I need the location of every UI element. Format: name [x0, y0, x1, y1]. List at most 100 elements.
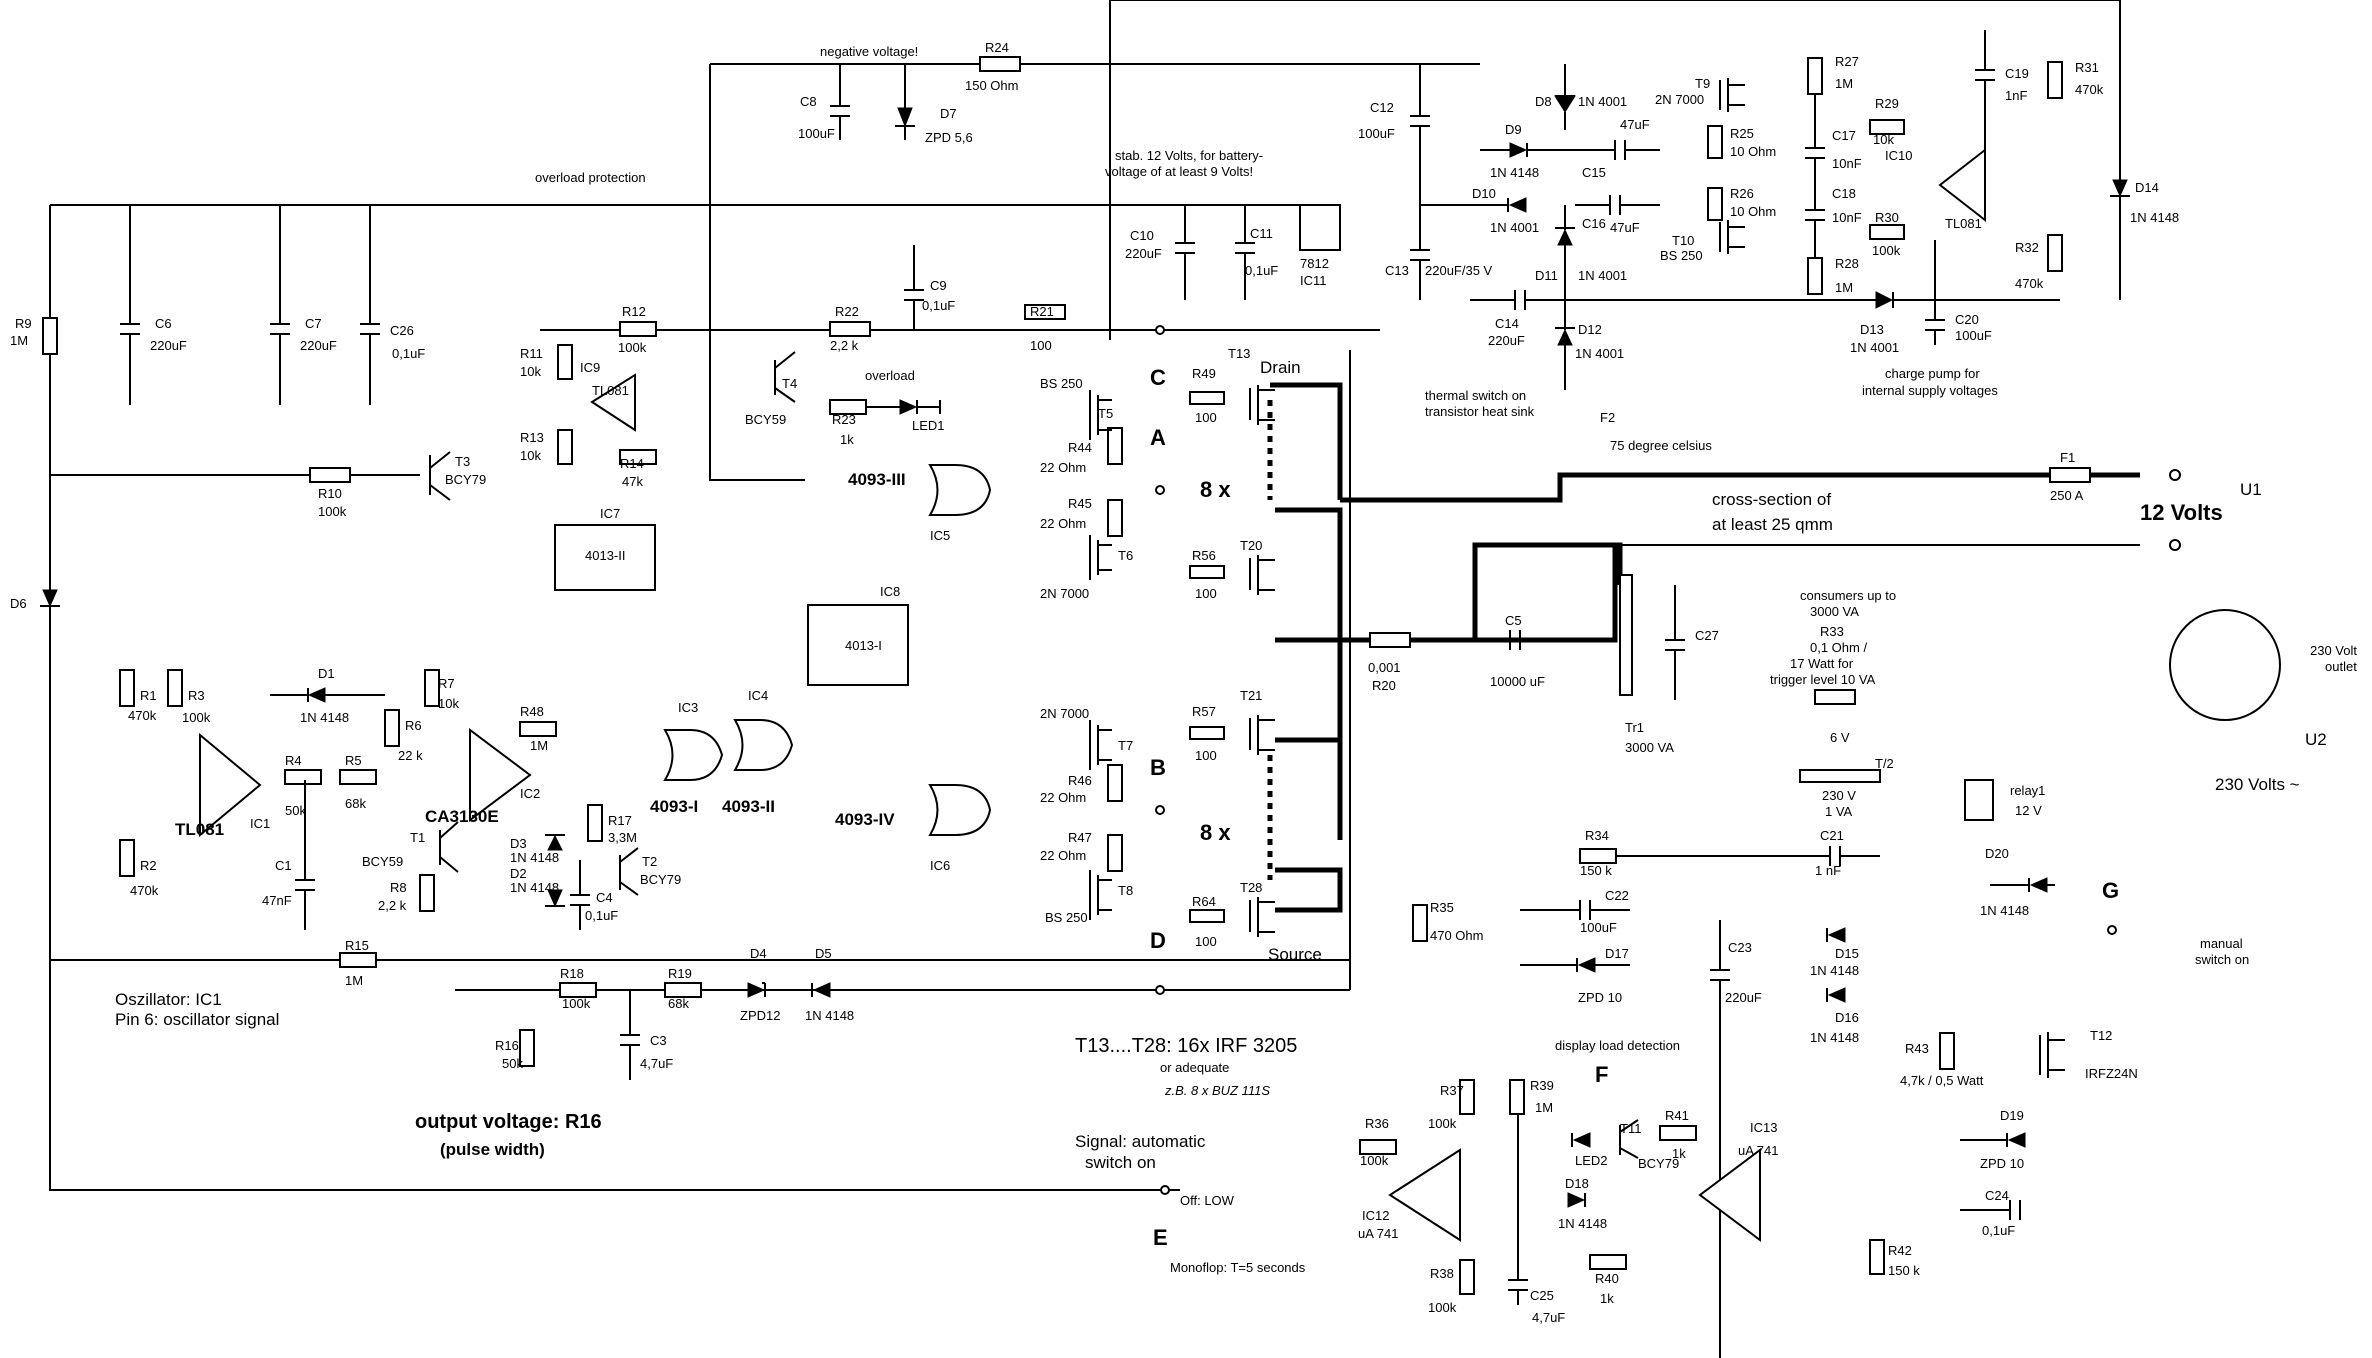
lbl-d9v: 1N 4148 — [1490, 165, 1539, 180]
lbl-d3v: 1N 4148 — [510, 850, 559, 865]
lbl-t13: T13 — [1228, 346, 1250, 361]
lbl-d2: D2 — [510, 866, 527, 881]
lbl-ic13v: uA 741 — [1738, 1143, 1779, 1158]
gate-ic6 — [928, 784, 992, 836]
point-f: F — [1595, 1062, 1608, 1087]
lbl-c26: C26 — [390, 323, 414, 338]
capacitor-c18 — [1805, 188, 1825, 258]
lbl-d15v: 1N 4148 — [1810, 963, 1859, 978]
lbl-d11: D11 — [1535, 268, 1558, 283]
resistor-r56 — [1189, 565, 1225, 579]
lbl-ic2v: CA3130E — [425, 807, 499, 826]
capacitor-c25 — [1508, 1114, 1528, 1305]
note-cross-section2: at least 25 qmm — [1712, 515, 1833, 534]
lbl-c8v: 100uF — [798, 126, 835, 141]
lbl-ic10v: TL081 — [1945, 216, 1982, 231]
lbl-d20: D20 — [1985, 846, 2009, 861]
label-outlet: 230 Volt — [2310, 643, 2357, 658]
diode-d18 — [1567, 1192, 1586, 1208]
lbl-r3v: 100k — [182, 710, 211, 725]
lbl-ic3v: 4093-I — [650, 797, 698, 816]
resistor-r42 — [1869, 1239, 1885, 1275]
capacitor-c22 — [1520, 900, 1630, 920]
lbl-d7v: ZPD 5,6 — [925, 130, 973, 145]
lbl-c16v: 47uF — [1610, 220, 1640, 235]
lbl-t21: T21 — [1240, 688, 1262, 703]
resistor-r31 — [2047, 61, 2063, 99]
label-8x-bottom: 8 x — [1200, 820, 1231, 845]
resistor-r47 — [1107, 834, 1123, 872]
outlet-230v — [2169, 609, 2281, 721]
lbl-c25: C25 — [1530, 1288, 1554, 1303]
lbl-d12: D12 — [1578, 322, 1602, 337]
lbl-r30v: 100k — [1872, 243, 1901, 258]
lbl-c4: C4 — [596, 890, 613, 905]
lbl-d15: D15 — [1835, 946, 1859, 961]
lbl-r41: R41 — [1665, 1108, 1689, 1123]
lbl-r13v: 10k — [520, 448, 541, 463]
terminal-b — [1155, 805, 1165, 815]
capacitor-c4 — [570, 860, 590, 930]
flipflop-ic8 — [807, 604, 909, 686]
terminal-a — [1155, 485, 1165, 495]
lbl-relay1: relay1 — [2010, 783, 2045, 798]
note-output-voltage: output voltage: R16 — [415, 1111, 602, 1133]
label-u1: U1 — [2240, 480, 2262, 499]
lbl-r32: R32 — [2015, 240, 2039, 255]
opamp-ic10 — [1938, 147, 1986, 223]
resistor-r3 — [167, 669, 183, 707]
lbl-r28: R28 — [1835, 256, 1859, 271]
lbl-r3: R3 — [188, 688, 205, 703]
lbl-t6: T6 — [1118, 548, 1133, 563]
resistor-r40 — [1589, 1254, 1627, 1270]
opamp-ic9 — [590, 373, 636, 432]
lbl-c7v: 220uF — [300, 338, 337, 353]
note-consumers: consumers up to — [1800, 588, 1896, 603]
lbl-ic8v: 4013-I — [845, 638, 882, 653]
resistor-r37 — [1459, 1079, 1475, 1115]
lbl-c6: C6 — [155, 316, 172, 331]
lbl-ic1: IC1 — [250, 816, 270, 831]
lbl-r56: R56 — [1192, 548, 1216, 563]
diode-d1 — [270, 687, 385, 703]
lbl-relay1v: 12 V — [2015, 803, 2042, 818]
lbl-ic5v: 4093-III — [848, 470, 906, 489]
lbl-ic10: IC10 — [1885, 148, 1912, 163]
resistor-r18 — [559, 982, 597, 998]
lbl-r22v: 2,2 k — [830, 338, 859, 353]
mosfet-t9 — [1719, 78, 1745, 112]
opamp-ic12 — [1388, 1148, 1461, 1242]
resistor-r20 — [1369, 632, 1411, 648]
lbl-c23: C23 — [1728, 940, 1752, 955]
label-230-volts: 230 Volts ~ — [2215, 775, 2300, 794]
resistor-r32 — [2047, 234, 2063, 272]
terminal-plus — [2169, 469, 2181, 481]
lbl-c19: C19 — [2005, 66, 2029, 81]
diode-d20 — [1990, 877, 2055, 893]
terminal-d — [1155, 985, 1165, 995]
resistor-r15 — [339, 952, 377, 968]
lbl-t2: T2 — [642, 854, 657, 869]
lbl-d18v: 1N 4148 — [1558, 1216, 1607, 1231]
lbl-c14: C14 — [1495, 316, 1519, 331]
lbl-r27: R27 — [1835, 54, 1859, 69]
resistor-r33 — [1814, 689, 1856, 705]
lbl-r4: R4 — [285, 753, 302, 768]
lbl-ic5: IC5 — [930, 528, 950, 543]
capacitor-c8 — [830, 64, 850, 140]
note-overload-protection: overload protection — [535, 170, 646, 185]
lbl-r29: R29 — [1875, 96, 1899, 111]
led1 — [866, 399, 941, 415]
lbl-c8: C8 — [800, 94, 817, 109]
capacitor-c17 — [1805, 94, 1825, 188]
lbl-d4: D4 — [750, 946, 767, 961]
lbl-r14v: 47k — [622, 474, 643, 489]
lbl-c3v: 4,7uF — [640, 1056, 673, 1071]
note-thermal2: transistor heat sink — [1425, 404, 1535, 419]
lbl-t3: T3 — [455, 454, 470, 469]
point-a: A — [1150, 425, 1166, 450]
lbl-r43v: 4,7k / 0,5 Watt — [1900, 1073, 1984, 1088]
opamp-ic13 — [1698, 1148, 1761, 1242]
lbl-c12v: 100uF — [1358, 126, 1395, 141]
lbl-c26v: 0,1uF — [392, 346, 425, 361]
